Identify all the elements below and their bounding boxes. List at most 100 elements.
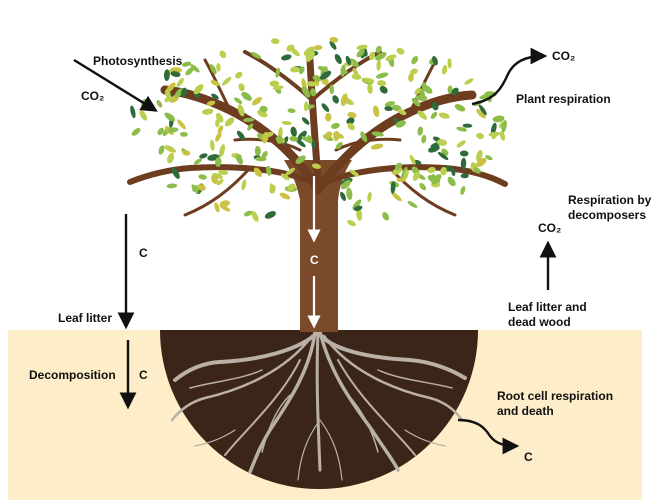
leaf xyxy=(238,83,245,92)
leaf xyxy=(286,44,295,52)
leaf xyxy=(340,191,346,202)
leaf xyxy=(334,53,342,65)
leaf xyxy=(412,171,420,181)
leaf xyxy=(447,176,456,187)
leaf xyxy=(196,184,206,191)
leaf xyxy=(396,177,406,182)
leaf xyxy=(279,192,291,200)
leaf xyxy=(432,55,438,66)
leaf xyxy=(436,139,447,146)
leaf xyxy=(295,155,306,165)
leaf xyxy=(351,73,362,80)
leaf xyxy=(375,45,382,54)
leaf xyxy=(428,145,440,153)
leaf xyxy=(287,108,296,114)
leaf xyxy=(269,80,280,87)
leaf xyxy=(224,117,235,127)
leaf xyxy=(438,112,450,119)
leaf xyxy=(190,64,200,73)
leaf-fall-carbon-label: C xyxy=(139,246,148,260)
leaf xyxy=(164,89,171,98)
leaf xyxy=(295,138,306,148)
leaf xyxy=(415,94,428,102)
leaf xyxy=(403,169,409,180)
leaf xyxy=(216,178,224,186)
leaf xyxy=(202,108,214,115)
leaf xyxy=(253,167,262,177)
respiration-by-decomposers-line2: decomposers xyxy=(568,208,647,222)
leaf xyxy=(185,67,194,76)
leaf xyxy=(437,151,449,161)
leaf xyxy=(167,127,179,133)
leaf xyxy=(206,100,216,106)
leaf xyxy=(287,183,296,191)
root-cell-respiration-line1: Root cell respiration xyxy=(497,389,614,403)
leaf xyxy=(456,126,468,132)
leaf xyxy=(479,94,490,100)
leaf xyxy=(331,122,340,129)
leaf xyxy=(367,191,372,202)
leaf xyxy=(447,85,453,94)
leaf xyxy=(264,211,276,219)
roots xyxy=(170,330,467,481)
leaf xyxy=(176,77,184,87)
leaf xyxy=(460,173,469,179)
root-cell-respiration-line2: and death xyxy=(497,404,554,418)
leaf xyxy=(164,145,177,153)
leaf xyxy=(385,54,397,61)
leaf xyxy=(346,187,353,200)
leaf xyxy=(131,128,141,136)
leaf xyxy=(163,69,170,81)
leaf xyxy=(181,87,188,98)
leaf xyxy=(301,86,311,98)
leaf xyxy=(193,84,204,95)
leaf xyxy=(321,77,329,86)
leaf xyxy=(501,119,507,133)
leaf xyxy=(303,101,309,112)
leaf xyxy=(216,63,221,72)
leaf xyxy=(198,174,207,180)
leaf xyxy=(306,135,313,144)
leaf xyxy=(247,123,254,131)
leaf xyxy=(421,134,427,144)
root-respiration-arrow xyxy=(457,418,520,455)
decomposers-co2-label: CO₂ xyxy=(538,221,562,235)
leaf xyxy=(270,38,280,45)
leaf xyxy=(324,131,333,140)
leaf xyxy=(340,93,348,107)
leaf xyxy=(430,173,436,185)
leaf xyxy=(427,166,436,174)
plant-respiration-co2-label: CO₂ xyxy=(552,49,576,63)
leaf xyxy=(451,167,456,177)
leaf xyxy=(372,105,380,118)
leaf xyxy=(409,68,418,75)
leaf xyxy=(329,40,337,50)
leaf xyxy=(333,130,340,142)
leaf xyxy=(409,154,416,165)
respiration-by-decomposers-label: Respiration by decomposers xyxy=(568,193,651,223)
leaf xyxy=(476,149,483,162)
leaf xyxy=(290,126,297,137)
leaf xyxy=(211,93,219,100)
leaf xyxy=(214,202,220,213)
leaf xyxy=(306,81,317,87)
leaf xyxy=(218,169,229,175)
leaf xyxy=(237,104,245,117)
leaf xyxy=(459,150,469,157)
leaf xyxy=(447,58,452,69)
leaf xyxy=(347,219,356,227)
leaf xyxy=(490,122,497,135)
leaf xyxy=(431,101,439,111)
leaf xyxy=(347,122,355,131)
leaf xyxy=(297,130,307,141)
leaf xyxy=(384,106,393,112)
leaf xyxy=(485,155,493,161)
leaf xyxy=(371,131,384,137)
leaf xyxy=(177,119,186,130)
leaf xyxy=(349,58,359,68)
leaf xyxy=(312,75,322,82)
leaf xyxy=(349,169,360,177)
leaf xyxy=(421,81,427,91)
leaf xyxy=(417,110,428,120)
leaf xyxy=(375,72,389,79)
